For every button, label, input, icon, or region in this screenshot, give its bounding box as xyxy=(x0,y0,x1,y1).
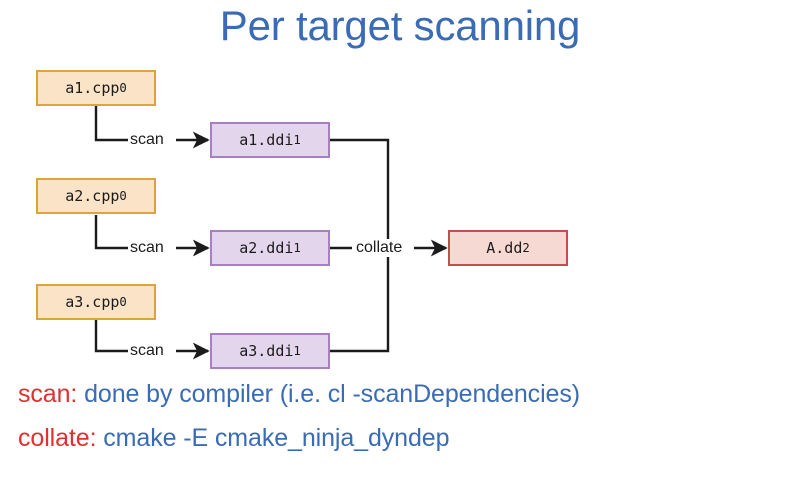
edge-label-collate: collate xyxy=(354,239,405,257)
node-label: A.dd xyxy=(486,239,523,257)
page-title: Per target scanning xyxy=(219,2,581,49)
legend-line-scan: scan: done by compiler (i.e. cl -scanDep… xyxy=(18,380,580,409)
edge-label-scan-1: scan xyxy=(130,131,164,148)
node-label: a2.cpp xyxy=(65,187,120,205)
node-label: a3.cpp xyxy=(65,293,120,311)
legend-key-collate: collate: xyxy=(18,424,97,452)
node-label: a3.ddi xyxy=(239,342,294,360)
connector-a1cpp-scan xyxy=(94,106,128,142)
node-label: a1.ddi xyxy=(239,131,294,149)
edge-label-scan-3: scan xyxy=(130,342,164,359)
legend-text-scan: done by compiler (i.e. cl -scanDependenc… xyxy=(77,380,580,408)
legend-line-collate: collate: cmake -E cmake_ninja_dyndep xyxy=(18,424,449,453)
legend-key-scan: scan: xyxy=(18,380,78,408)
connector-a3cpp-scan xyxy=(94,320,128,353)
node-label: a1.cpp xyxy=(65,79,120,97)
connector-a3ddi-collate xyxy=(330,248,390,353)
node-label: a2.ddi xyxy=(239,239,294,257)
connector-a1ddi-collate xyxy=(330,138,390,248)
connector-a2cpp-scan xyxy=(94,215,128,250)
edge-label-scan-2: scan xyxy=(130,239,164,256)
legend-text-collate: cmake -E cmake_ninja_dyndep xyxy=(96,424,450,452)
